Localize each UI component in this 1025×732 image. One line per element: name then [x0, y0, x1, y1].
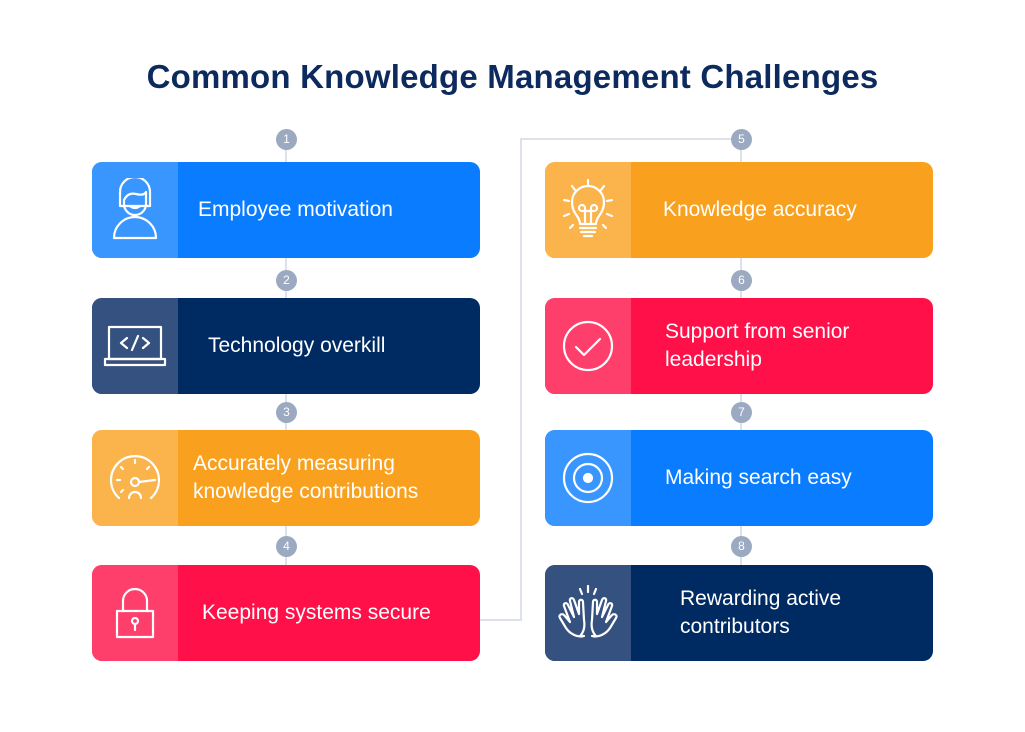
step-number: 2 [276, 270, 297, 291]
lightbulb-icon [562, 178, 614, 238]
connector-bridge-vertical [520, 138, 522, 621]
page-title: Common Knowledge Management Challenges [146, 58, 879, 95]
step-number: 7 [731, 402, 752, 423]
step-number: 1 [276, 129, 297, 150]
step-number: 6 [731, 270, 752, 291]
challenge-label: Keeping systems secure [202, 601, 431, 624]
challenge-card-knowledge-accuracy: Knowledge accuracy [545, 162, 933, 258]
challenge-card-measuring: Accurately measuring knowledge contribut… [92, 430, 480, 526]
step-number: 4 [276, 536, 297, 557]
connector-bridge-bottom [480, 619, 522, 621]
step-number: 5 [731, 129, 752, 150]
challenge-label: Accurately measuring knowledge contribut… [193, 452, 419, 503]
challenge-card-search: Making search easy [545, 430, 933, 526]
challenge-card-technology-overkill: Technology overkill [92, 298, 480, 394]
step-number: 8 [731, 536, 752, 557]
challenge-card-leadership-support: Support from senior leadership [545, 298, 933, 394]
challenge-card-security: Keeping systems secure [92, 565, 480, 661]
connector-bridge-top [520, 138, 741, 140]
challenge-label: Rewarding active contributors [680, 587, 842, 638]
challenge-label: Technology overkill [208, 334, 386, 357]
challenge-label: Support from senior leadership [665, 320, 850, 371]
challenge-card-rewarding: Rewarding active contributors [545, 565, 933, 661]
challenge-label: Employee motivation [198, 198, 393, 221]
check-circle-icon [562, 320, 614, 372]
person-icon [112, 178, 158, 240]
step-number: 3 [276, 402, 297, 423]
lock-icon [115, 587, 155, 639]
high-five-icon [558, 584, 618, 638]
laptop-code-icon [103, 325, 167, 367]
target-icon [562, 452, 614, 504]
gauge-icon [109, 455, 161, 500]
challenge-label: Making search easy [665, 466, 852, 489]
challenge-label: Knowledge accuracy [663, 198, 857, 221]
challenge-card-employee-motivation: Employee motivation [92, 162, 480, 258]
